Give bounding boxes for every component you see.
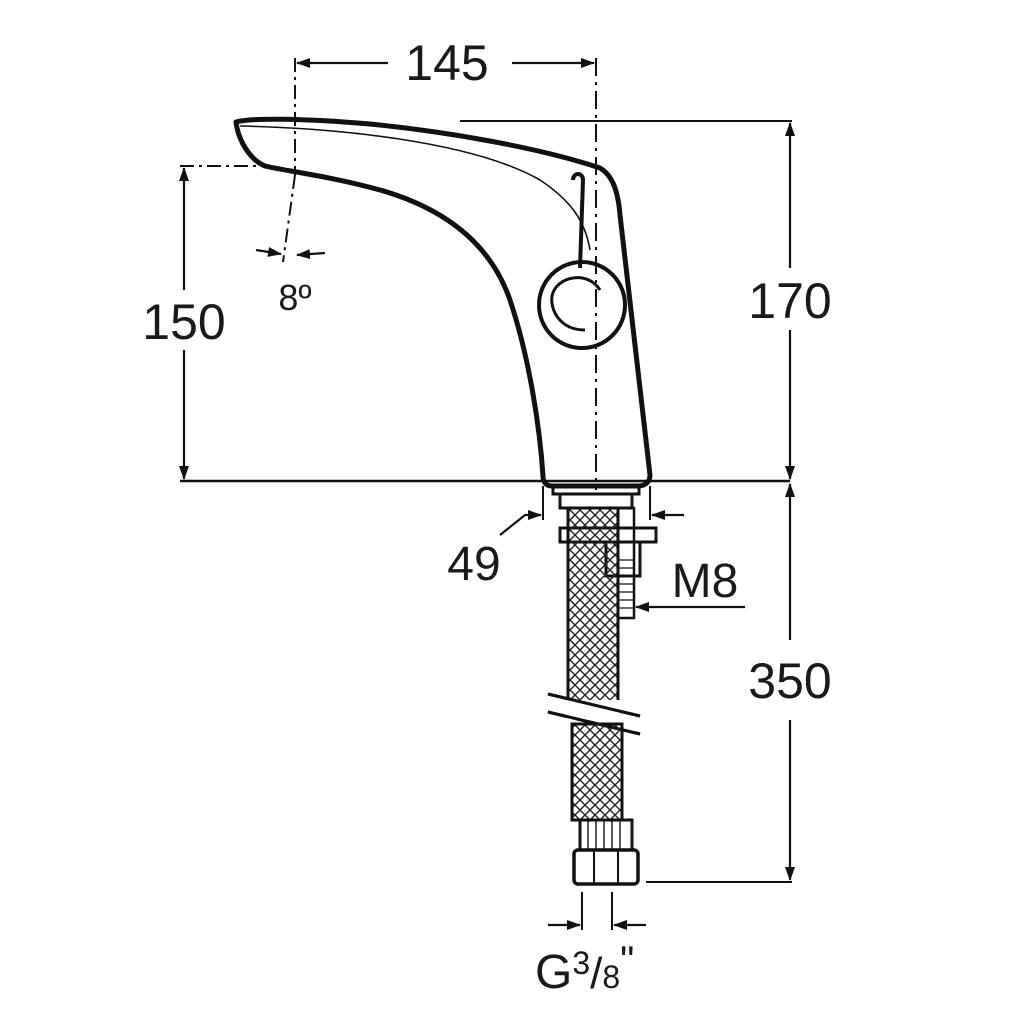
hose-end-nut — [572, 848, 640, 886]
label-hose-length: 350 — [748, 653, 831, 709]
connection-prefix: G — [535, 946, 572, 999]
label-spout-angle: 8º — [278, 277, 311, 318]
spout-angle-line — [282, 174, 296, 263]
spout-top-highlight — [239, 125, 591, 251]
lever-ring-outer — [537, 260, 627, 350]
lever-ring-inner — [550, 276, 602, 332]
connection-slash: / — [590, 949, 603, 998]
label-total-height: 170 — [748, 273, 831, 329]
dim-8-left — [255, 247, 282, 257]
dimension-labels: 145 150 170 8º 49 M8 350 G3/8" — [142, 35, 831, 999]
label-connection: G3/8" — [535, 939, 634, 999]
label-fixing-thread: M8 — [672, 555, 739, 608]
fixing-rod — [616, 506, 636, 620]
connection-numerator: 3 — [572, 945, 590, 981]
fixing-rod-thread — [618, 559, 634, 609]
dimension-arrows — [179, 58, 795, 930]
connection-suffix: " — [620, 939, 634, 983]
dim-49-leader — [499, 510, 542, 536]
upper-nut — [558, 492, 634, 510]
lever-stem — [571, 172, 586, 269]
faucet-outline — [233, 116, 653, 489]
dim-8-right — [296, 249, 326, 260]
connection-denominator: 8 — [602, 959, 620, 995]
mounting-assembly — [547, 484, 658, 886]
faucet-body — [233, 116, 653, 489]
hose-upper — [566, 506, 620, 710]
hose-lower — [570, 722, 624, 822]
label-base-diameter: 49 — [447, 538, 500, 591]
reference-lines — [180, 58, 792, 930]
label-spout-height: 150 — [142, 294, 225, 350]
label-spout-reach: 145 — [405, 35, 488, 91]
